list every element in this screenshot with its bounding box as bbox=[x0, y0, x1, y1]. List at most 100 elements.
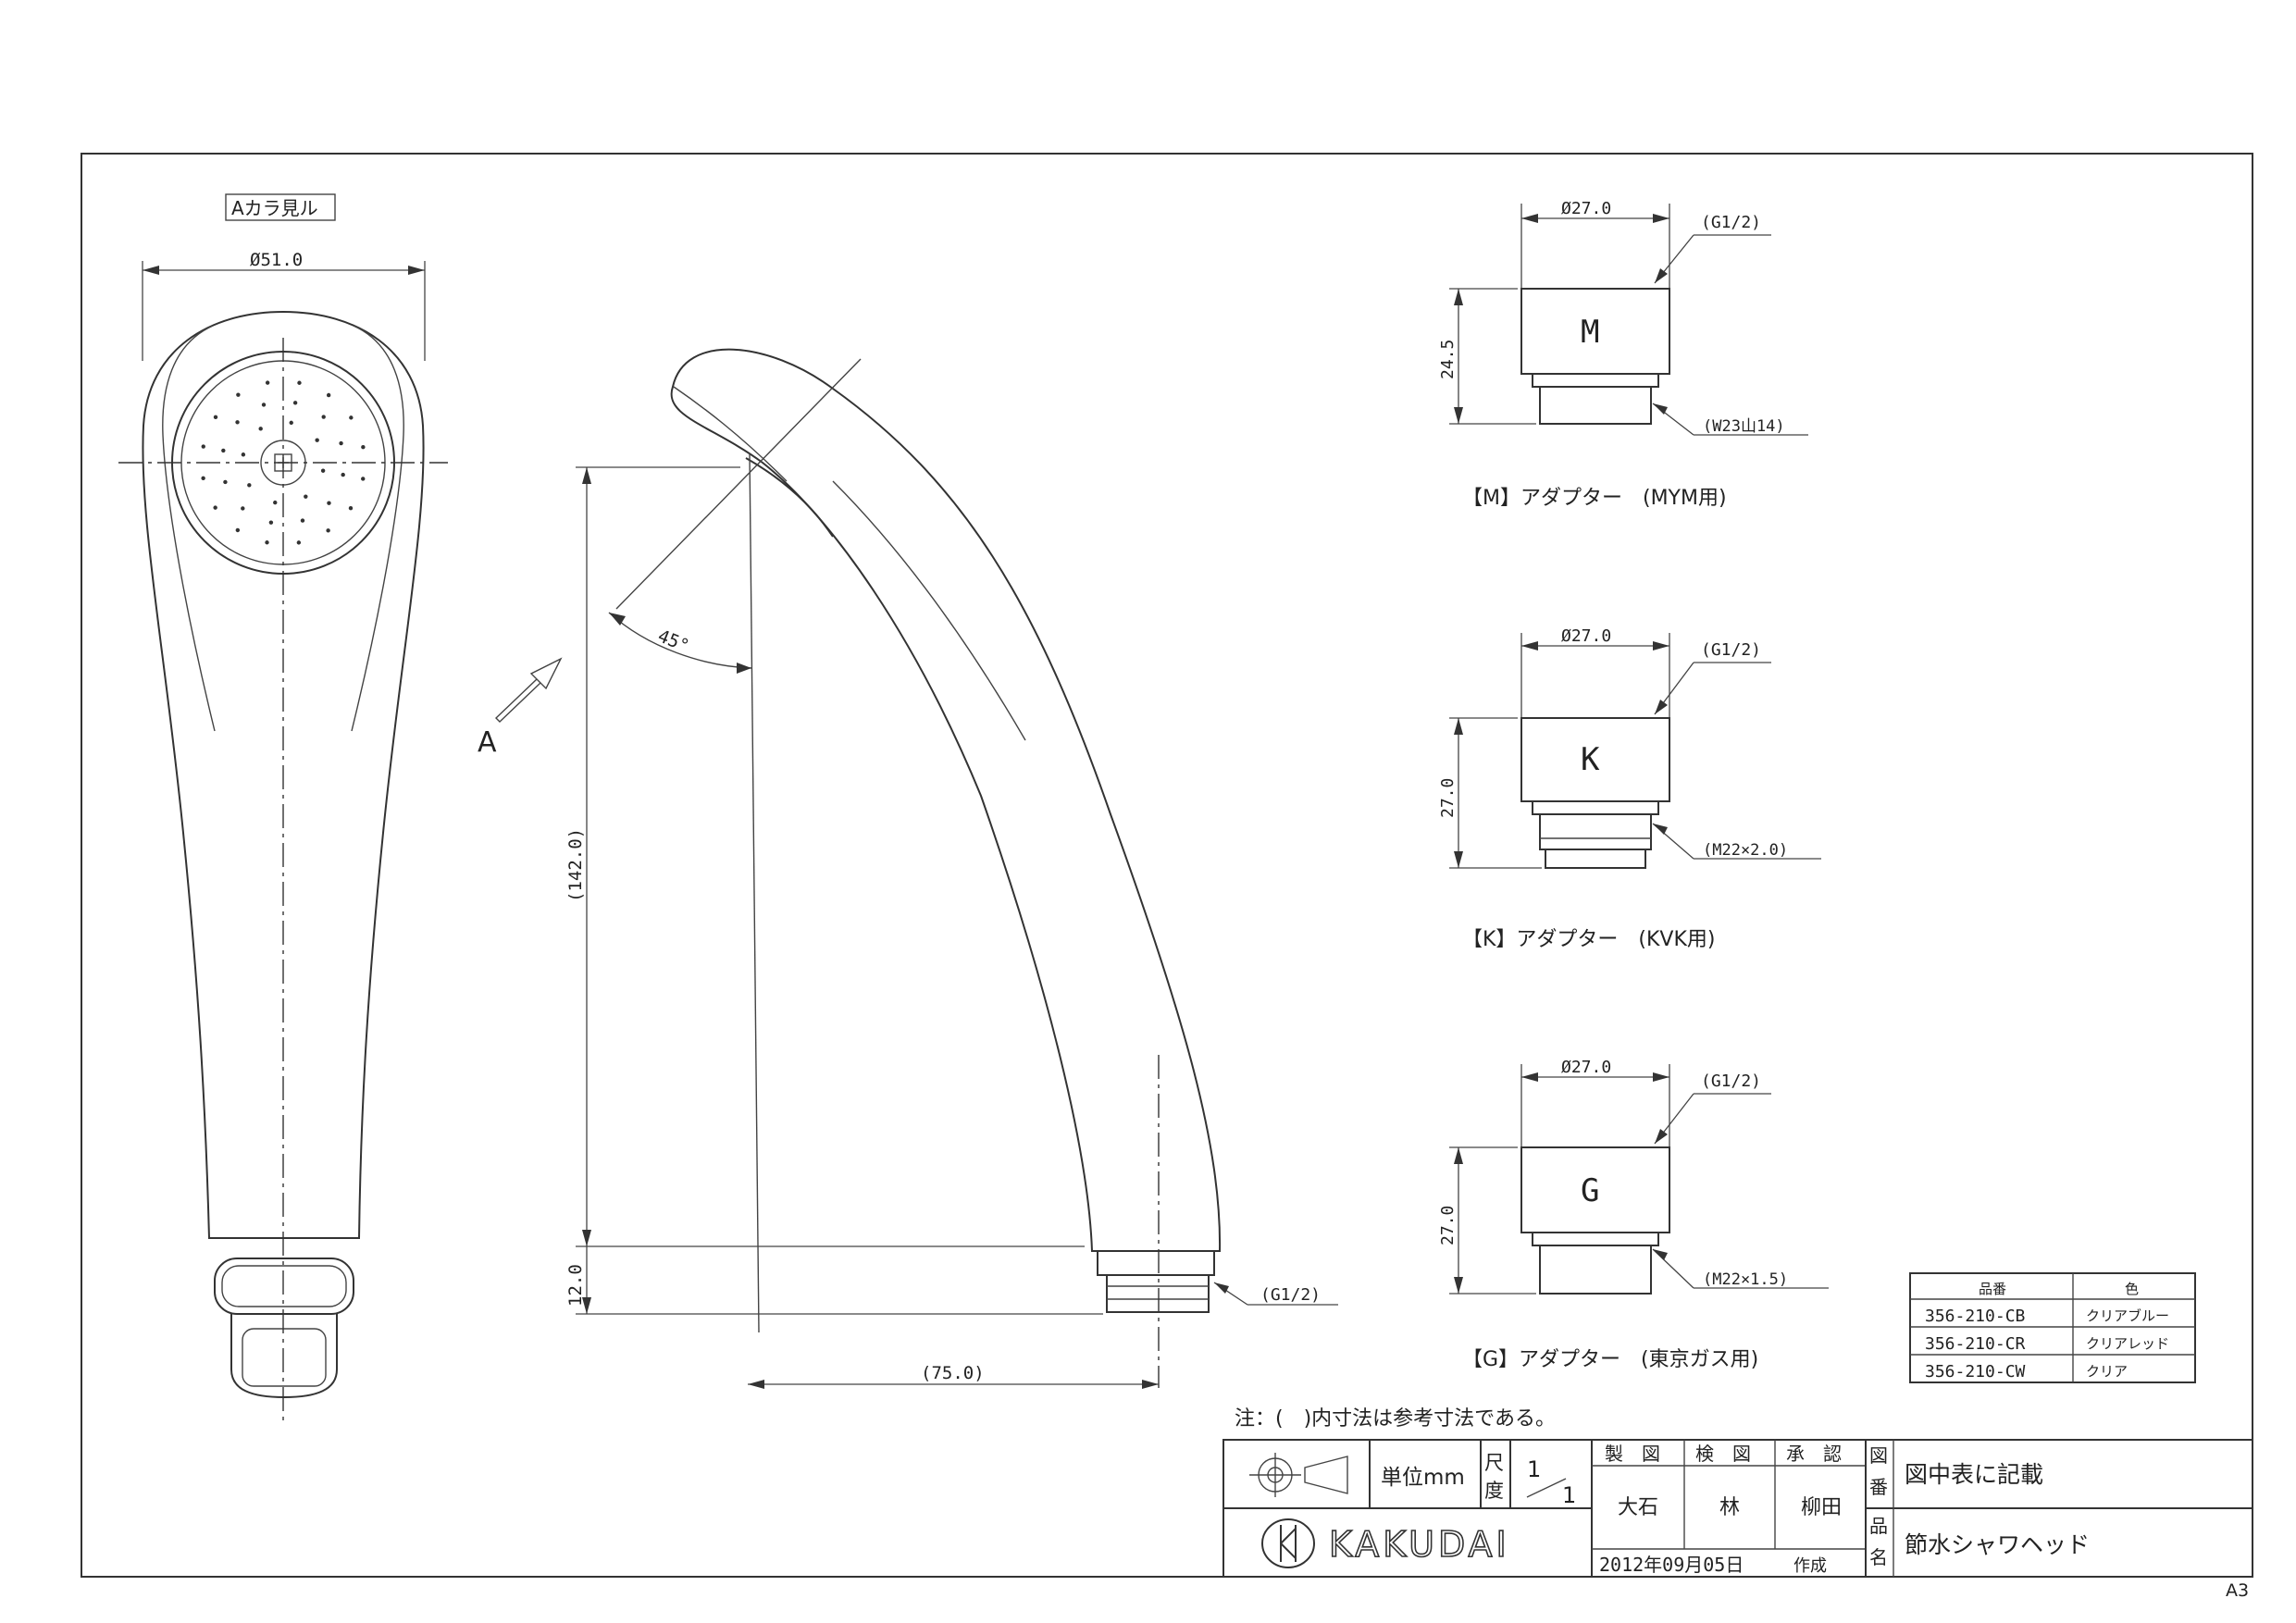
scale-label-2: 度 bbox=[1484, 1480, 1504, 1502]
nozzle-dot bbox=[241, 452, 246, 457]
adapter-k-height: 27.0 bbox=[1438, 778, 1458, 818]
adapter-k-top-thread: (G1/2) bbox=[1701, 640, 1761, 660]
nozzle-dot bbox=[315, 438, 319, 442]
nozzle-pattern bbox=[201, 380, 366, 545]
view-arrow-icon bbox=[494, 657, 563, 723]
height-dim: (142.0) bbox=[565, 828, 586, 902]
checked-by: 林 bbox=[1719, 1496, 1740, 1519]
scale-label-1: 尺 bbox=[1484, 1452, 1504, 1474]
adapter-g-height: 27.0 bbox=[1438, 1206, 1458, 1245]
side-view: A 45° (142.0) 12.0 (75.0) bbox=[478, 348, 1338, 1389]
adapter-m-top-thread: (G1/2) bbox=[1701, 213, 1761, 232]
nozzle-dot bbox=[326, 528, 330, 533]
adapter-m: Ø27.0 (G1/2) M 24.5 (W23山14) 【M】アダプター (M… bbox=[1438, 199, 1808, 510]
nozzle-dot bbox=[235, 527, 241, 533]
name-label-1: 品 bbox=[1869, 1515, 1888, 1537]
table-cell: 356-210-CB bbox=[1925, 1307, 2025, 1326]
nozzle-dot bbox=[361, 477, 366, 481]
nozzle-dot bbox=[292, 401, 298, 405]
nozzle-dot bbox=[300, 518, 305, 523]
nozzle-dot bbox=[296, 540, 302, 545]
nozzle-dot bbox=[273, 500, 278, 505]
table-cell: 356-210-CR bbox=[1925, 1334, 2026, 1354]
adapter-m-bottom-thread: (W23山14) bbox=[1703, 417, 1785, 436]
unit-label: 単位mm bbox=[1381, 1466, 1465, 1490]
nozzle-dot bbox=[265, 380, 270, 385]
drawing-no: 図中表に記載 bbox=[1905, 1461, 2043, 1488]
nozzle-dot bbox=[235, 420, 240, 425]
drawing-no-label-2: 番 bbox=[1869, 1476, 1888, 1498]
drawing-note: 注：( )内寸法は参考寸法である。 bbox=[1235, 1407, 1556, 1431]
color-table: 品番 色 356-210-CB クリアブルー 356-210-CR クリアレッド… bbox=[1909, 1272, 2196, 1383]
adapter-k-bottom-thread: (M22×2.0) bbox=[1703, 841, 1788, 860]
date: 2012年09月05日 bbox=[1599, 1554, 1744, 1576]
nozzle-dot bbox=[241, 506, 245, 511]
nozzle-dot bbox=[258, 427, 263, 431]
made-label: 製 図 bbox=[1605, 1443, 1660, 1465]
name-label-2: 名 bbox=[1869, 1546, 1888, 1568]
view-label-box bbox=[225, 193, 336, 221]
adapter-k-letter: K bbox=[1581, 741, 1600, 778]
table-cell: クリア bbox=[2086, 1363, 2128, 1380]
adapter-k: Ø27.0 (G1/2) K 27.0 (M22×2.0) 【K】アダプター (… bbox=[1438, 626, 1821, 951]
nozzle-dot bbox=[201, 476, 205, 481]
width-dim: (75.0) bbox=[921, 1363, 985, 1383]
adapter-m-height: 24.5 bbox=[1438, 340, 1458, 379]
scale-denominator: 1 bbox=[1562, 1482, 1576, 1508]
base-dim: 12.0 bbox=[565, 1264, 586, 1307]
table-header-part-no: 品番 bbox=[1979, 1281, 2006, 1297]
nozzle-dot bbox=[268, 520, 274, 525]
nozzle-dot bbox=[349, 415, 354, 420]
made-by: 大石 bbox=[1618, 1496, 1658, 1519]
drawing-frame bbox=[81, 153, 2253, 1578]
adapter-k-caption: 【K】アダプター (KVK用) bbox=[1462, 928, 1716, 951]
adapter-m-diameter: Ø27.0 bbox=[1561, 199, 1611, 218]
nozzle-dot bbox=[247, 483, 252, 488]
nozzle-dot bbox=[304, 494, 308, 499]
nozzle-dot bbox=[289, 420, 293, 426]
scale-numerator: 1 bbox=[1527, 1456, 1541, 1482]
table-cell: クリアブルー bbox=[2086, 1307, 2169, 1324]
approved-label: 承 認 bbox=[1786, 1443, 1842, 1465]
front-view: Aカラ見ル Ø51.0 bbox=[118, 193, 448, 1420]
adapter-g-letter: G bbox=[1581, 1172, 1599, 1209]
adapter-k-diameter: Ø27.0 bbox=[1561, 626, 1611, 646]
drawing-no-label-1: 図 bbox=[1869, 1444, 1888, 1467]
adapter-g-caption: 【G】アダプター (東京ガス用) bbox=[1462, 1348, 1758, 1371]
nozzle-dot bbox=[265, 540, 269, 545]
nozzle-dot bbox=[223, 479, 228, 485]
adapter-g-top-thread: (G1/2) bbox=[1701, 1072, 1761, 1091]
adapter-g-diameter: Ø27.0 bbox=[1561, 1058, 1611, 1077]
title-block: 単位mm 尺 度 1 1 製 図 検 図 承 認 大石 林 柳田 2012年09… bbox=[1222, 1439, 2253, 1578]
kakudai-logo: KAKUDAI bbox=[1261, 1518, 1508, 1568]
nozzle-dot bbox=[297, 380, 302, 385]
projection-symbol-icon bbox=[1249, 1453, 1348, 1497]
nozzle-dot bbox=[341, 472, 345, 477]
view-label: Aカラ見ル bbox=[231, 197, 318, 219]
nozzle-dot bbox=[348, 505, 354, 511]
nozzle-dot bbox=[326, 392, 331, 398]
table-cell: クリアレッド bbox=[2086, 1335, 2169, 1352]
adapter-g-bottom-thread: (M22×1.5) bbox=[1703, 1270, 1788, 1289]
nozzle-dot bbox=[213, 505, 217, 510]
angle-dim: 45° bbox=[655, 626, 692, 656]
adapter-m-caption: 【M】アダプター (MYM用) bbox=[1462, 487, 1727, 510]
nozzle-dot bbox=[201, 444, 205, 449]
nozzle-dot bbox=[213, 415, 218, 420]
nozzle-dot bbox=[321, 415, 326, 419]
sheet-size-label: A3 bbox=[2226, 1580, 2249, 1601]
nozzle-dot bbox=[221, 448, 226, 453]
nozzle-dot bbox=[327, 501, 331, 505]
nozzle-dot bbox=[236, 392, 241, 397]
side-thread-label: (G1/2) bbox=[1260, 1285, 1321, 1305]
table-header-color: 色 bbox=[2125, 1281, 2139, 1297]
adapter-g: Ø27.0 (G1/2) G 27.0 (M22×1.5) 【G】アダプター (… bbox=[1438, 1058, 1829, 1371]
created-label: 作成 bbox=[1793, 1556, 1827, 1576]
nozzle-dot bbox=[361, 444, 366, 450]
approved-by: 柳田 bbox=[1801, 1496, 1842, 1519]
product-name: 節水シャワヘッド bbox=[1905, 1531, 2090, 1558]
nozzle-dot bbox=[320, 468, 326, 473]
nozzle-dot bbox=[339, 440, 343, 446]
nozzle-dot bbox=[261, 403, 267, 407]
